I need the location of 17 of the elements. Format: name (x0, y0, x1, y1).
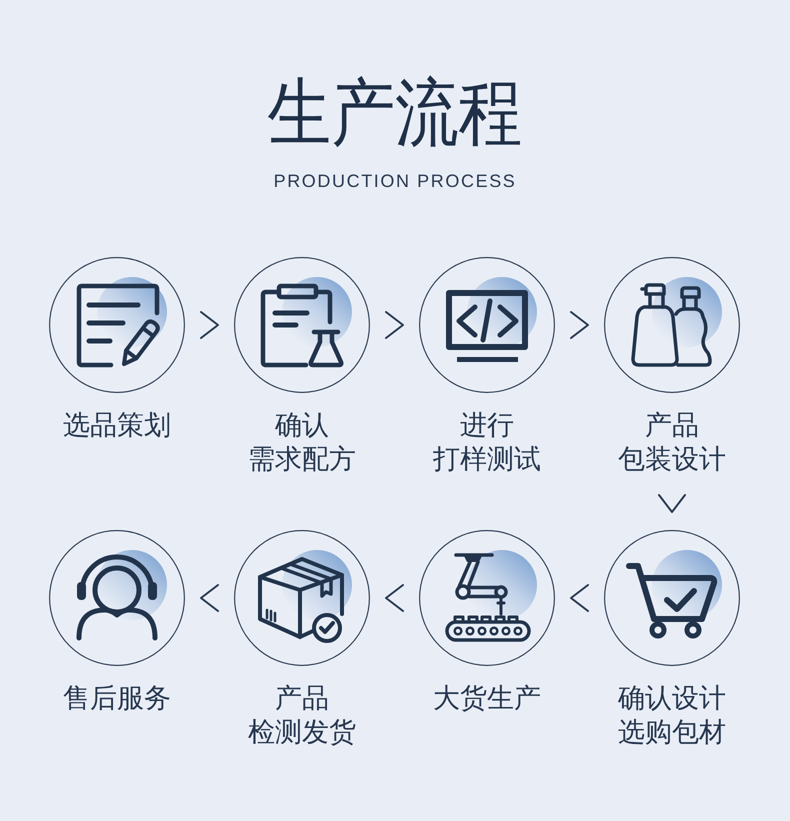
chevron-arrow (658, 494, 686, 513)
step-label: 售后服务 (63, 682, 171, 716)
step-label: 选品策划 (63, 409, 171, 443)
chevron-arrow (200, 584, 219, 612)
step-label: 产品检测发货 (248, 682, 356, 750)
step-label: 确认需求配方 (248, 409, 356, 477)
step-label: 大货生产 (433, 682, 541, 716)
chevron-arrow (385, 311, 404, 339)
chevron-arrow (570, 311, 589, 339)
chevron-arrow (570, 584, 589, 612)
step-label: 进行打样测试 (433, 409, 541, 477)
chevron-arrow (200, 311, 219, 339)
subtitle: PRODUCTION PROCESS (274, 170, 516, 192)
chevron-arrow (385, 584, 404, 612)
step-label: 产品包装设计 (618, 409, 726, 477)
title: 生产流程 (268, 76, 522, 150)
step-label: 确认设计选购包材 (618, 682, 726, 750)
